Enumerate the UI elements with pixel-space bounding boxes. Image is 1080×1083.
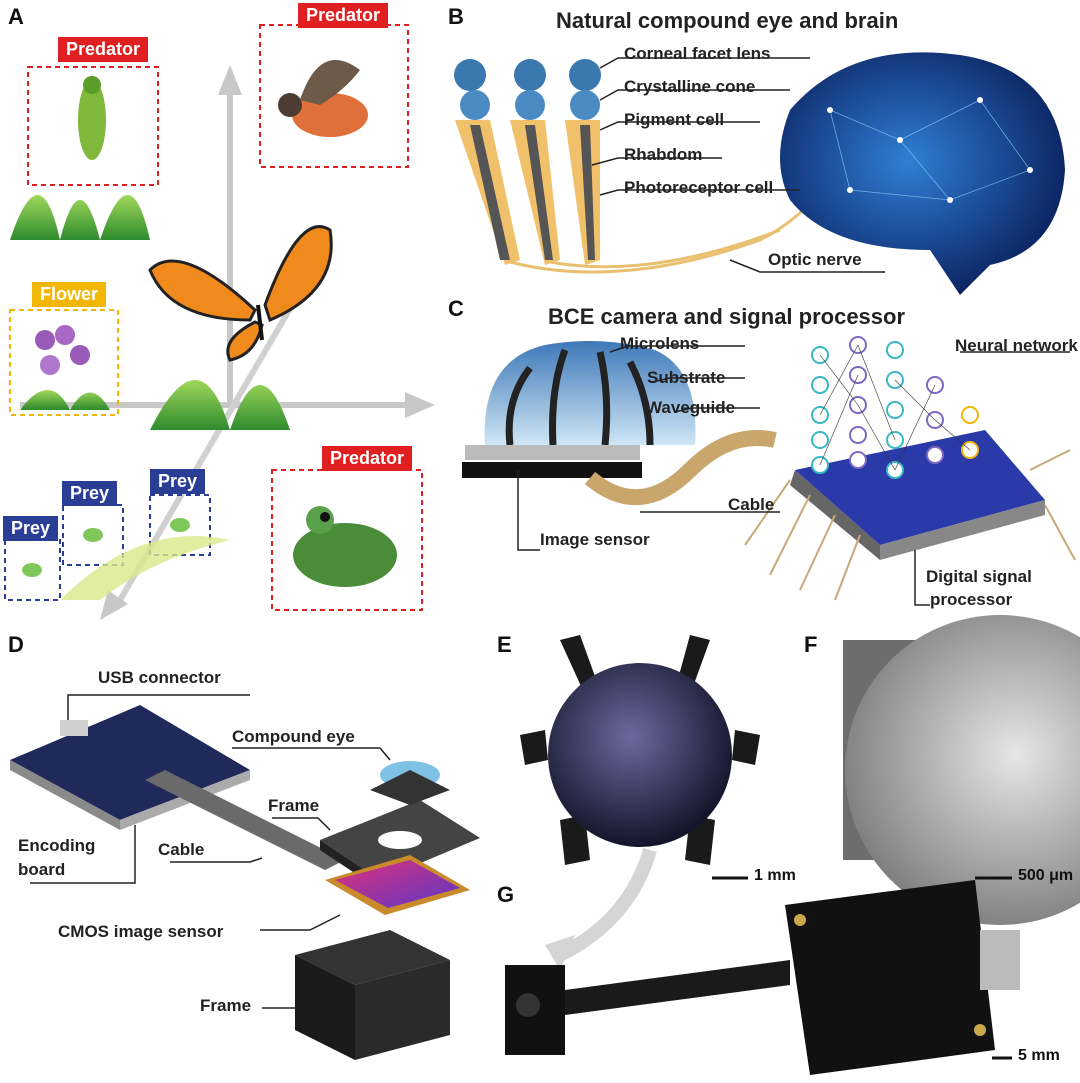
label-optic-nerve: Optic nerve bbox=[768, 250, 862, 269]
tag-predator-frog: Predator bbox=[322, 446, 413, 471]
panel-letter-c: C bbox=[448, 296, 464, 321]
panel-letter-e: E bbox=[497, 632, 512, 657]
tag-predator-mantis: Predator bbox=[58, 37, 149, 62]
tag-prey-1: Prey bbox=[3, 516, 59, 541]
label-photoreceptor-cell: Photoreceptor cell bbox=[624, 178, 774, 197]
label-pigment-cell: Pigment cell bbox=[624, 110, 725, 129]
label-dsp-line1: Digital signal bbox=[926, 567, 1032, 586]
scale-label-f: 500 μm bbox=[1018, 867, 1074, 884]
label-cable-d: Cable bbox=[158, 840, 205, 859]
label-neural-network: Neural network bbox=[955, 336, 1078, 355]
label-substrate: Substrate bbox=[647, 368, 726, 387]
tag-flower: Flower bbox=[32, 282, 107, 307]
tag-prey-2: Prey bbox=[62, 481, 118, 506]
label-cable-c: Cable bbox=[728, 495, 775, 514]
panel-b-graphics bbox=[454, 52, 1065, 296]
tag-prey-3: Prey bbox=[150, 469, 206, 494]
panel-e-graphics bbox=[520, 635, 760, 970]
panel-letter-a: A bbox=[8, 4, 24, 29]
scale-label-e: 1 mm bbox=[754, 867, 796, 884]
panel-c-graphics bbox=[462, 336, 1076, 606]
label-crystalline-cone: Crystalline cone bbox=[624, 77, 756, 96]
panel-letter-f: F bbox=[804, 632, 818, 657]
label-corneal-facet-lens: Corneal facet lens bbox=[624, 44, 771, 63]
panel-letter-d: D bbox=[8, 632, 24, 657]
label-usb-connector: USB connector bbox=[98, 668, 221, 687]
label-dsp-line2: processor bbox=[930, 590, 1013, 609]
label-frame-top: Frame bbox=[268, 796, 320, 815]
label-microlens: Microlens bbox=[620, 334, 700, 353]
panel-d-graphics bbox=[10, 694, 480, 1060]
scale-label-g: 5 mm bbox=[1018, 1047, 1060, 1064]
label-encoding-line1: Encoding bbox=[18, 836, 96, 855]
panel-letter-g: G bbox=[497, 882, 515, 907]
label-cmos-image-sensor: CMOS image sensor bbox=[58, 922, 224, 941]
label-waveguide: Waveguide bbox=[646, 398, 736, 417]
panel-f-graphics bbox=[843, 615, 1080, 925]
tag-predator-bird: Predator bbox=[298, 3, 389, 28]
label-rhabdom: Rhabdom bbox=[624, 145, 703, 164]
panel-a-graphics bbox=[4, 24, 435, 620]
label-compound-eye: Compound eye bbox=[232, 727, 355, 746]
panel-c-title: BCE camera and signal processor bbox=[548, 304, 906, 329]
panel-letter-b: B bbox=[448, 4, 464, 29]
label-image-sensor: Image sensor bbox=[540, 530, 650, 549]
panel-b-title: Natural compound eye and brain bbox=[556, 8, 899, 33]
panel-g-graphics bbox=[505, 880, 1020, 1075]
label-encoding-line2: board bbox=[18, 860, 66, 879]
label-frame-bottom: Frame bbox=[200, 996, 252, 1015]
